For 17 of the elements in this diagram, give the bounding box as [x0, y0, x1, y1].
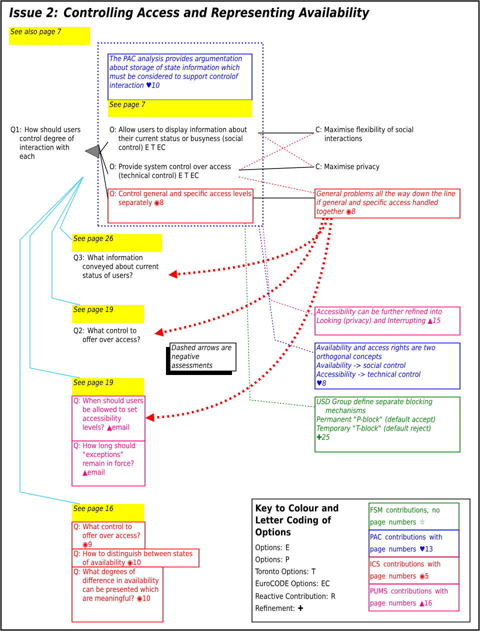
- connector-line: [98, 148, 108, 174]
- connector-line: [244, 222, 316, 408]
- group-frame: [97, 42, 264, 227]
- connector-line: [238, 166, 314, 170]
- connector-line: [238, 132, 314, 170]
- title: Issue 2: Controlling Access and Representing Availability: [9, 7, 370, 20]
- connector-line: [52, 176, 84, 306]
- connector-line: [262, 226, 316, 316]
- connector-line: [258, 132, 314, 134]
- connector-line: [258, 226, 316, 354]
- connector-line: [98, 146, 108, 200]
- connector-line: [98, 142, 108, 154]
- connector-line: [60, 176, 84, 240]
- connector-line: [238, 176, 316, 194]
- connector-line: [30, 176, 84, 378]
- connector-line: [20, 176, 84, 504]
- connector-line: [258, 132, 314, 168]
